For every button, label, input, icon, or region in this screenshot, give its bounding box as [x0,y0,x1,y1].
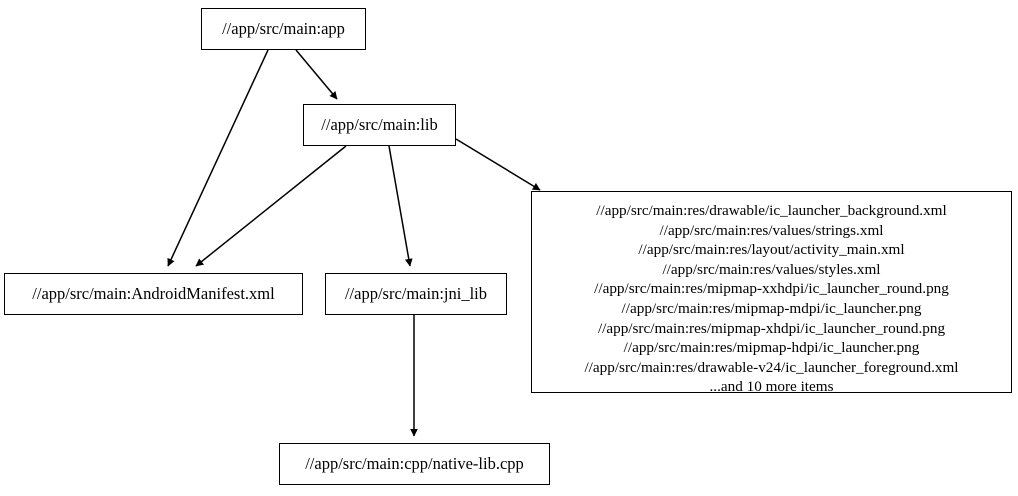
resource-line: //app/src/main:res/mipmap-xhdpi/ic_launc… [597,319,946,337]
edge-lib-to-jni-lib [388,145,413,267]
node-resources[interactable]: //app/src/main:res/drawable/ic_launcher_… [531,191,1012,395]
edge-lib-to-manifest [195,145,347,267]
node-jni-lib[interactable]: //app/src/main:jni_lib [325,273,507,315]
resource-line: //app/src/main:res/layout/activity_main.… [638,241,905,259]
resource-line: //app/src/main:res/values/strings.xml [659,221,884,239]
resource-line: //app/src/main:res/mipmap-hdpi/ic_launch… [623,339,920,357]
node-app-label: //app/src/main:app [222,19,345,39]
node-android-manifest[interactable]: //app/src/main:AndroidManifest.xml [4,273,303,315]
node-jni-lib-label: //app/src/main:jni_lib [344,284,488,304]
node-lib-label: //app/src/main:lib [321,115,438,135]
node-native-lib-cpp[interactable]: //app/src/main:cpp/native-lib.cpp [279,443,550,485]
resource-line: //app/src/main:res/values/styles.xml [662,260,881,278]
node-app[interactable]: //app/src/main:app [201,8,366,50]
resource-line: //app/src/main:res/mipmap-xxhdpi/ic_laun… [594,280,949,298]
node-android-manifest-label: //app/src/main:AndroidManifest.xml [32,284,275,304]
node-lib[interactable]: //app/src/main:lib [303,104,456,146]
node-native-lib-cpp-label: //app/src/main:cpp/native-lib.cpp [305,454,524,474]
resource-line: //app/src/main:res/drawable/ic_launcher_… [596,202,947,219]
edge-app-to-lib [295,49,338,100]
resource-line: //app/src/main:res/drawable-v24/ic_launc… [584,358,959,376]
resource-line: //app/src/main:res/mipmap-mdpi/ic_launch… [621,299,922,317]
node-resources-line-list: //app/src/main:res/drawable/ic_launcher_… [532,192,1011,397]
resource-line: ...and 10 more items [709,378,834,396]
edge-lib-to-resources [455,138,541,191]
edge-app-to-manifest [167,49,269,267]
